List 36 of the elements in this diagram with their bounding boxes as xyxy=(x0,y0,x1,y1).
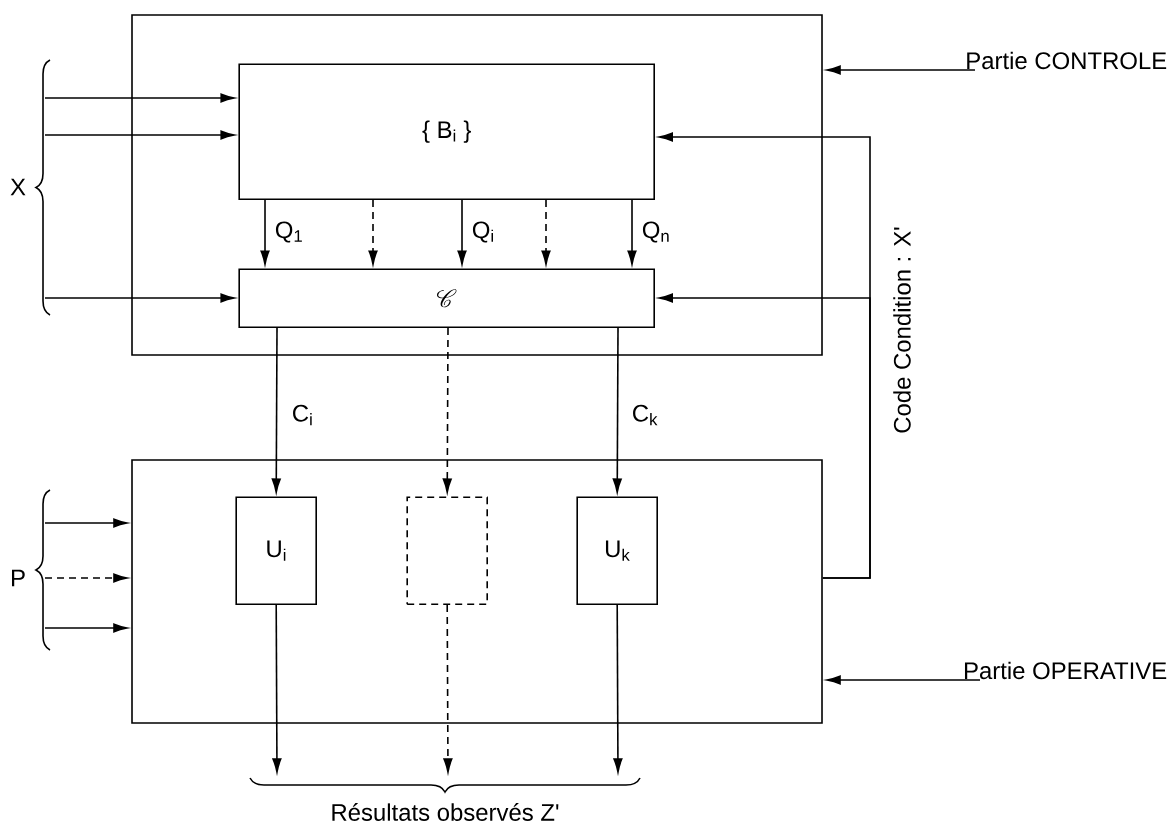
arrow xyxy=(271,327,281,493)
group-label: X xyxy=(10,178,26,196)
edge-label: Q$_{n}$ xyxy=(642,221,669,243)
part-label: Partie CONTROLE xyxy=(967,51,1167,70)
block-box: U$_{k}$ xyxy=(576,496,658,605)
arrow xyxy=(457,199,467,265)
part-label: Résultats observés Z' xyxy=(332,803,559,821)
edge-label: Code Condition : X' xyxy=(893,227,911,433)
arrow xyxy=(443,604,453,773)
arrow xyxy=(442,327,452,493)
group-label: P xyxy=(12,569,25,587)
arrow xyxy=(44,93,235,103)
arrow xyxy=(658,293,871,579)
edge-label: C$_{k}$ xyxy=(633,404,658,426)
arrow xyxy=(368,199,378,265)
leader-line xyxy=(826,65,976,75)
edge-label: Q$_{i}$ xyxy=(472,221,493,243)
block-box: $\mathscr{C}$ xyxy=(238,268,655,328)
edge-label: Q$_{1}$ xyxy=(275,221,302,243)
arrow xyxy=(44,130,235,140)
empty-box xyxy=(406,496,488,605)
arrow xyxy=(44,293,235,303)
arrow xyxy=(44,518,128,528)
arrow xyxy=(44,573,128,583)
block-box: { B$_{i}$ } xyxy=(238,63,655,200)
arrow xyxy=(44,623,128,633)
arrow xyxy=(612,327,622,493)
leader-line xyxy=(826,675,981,685)
part-label: Partie OPERATIVE xyxy=(965,661,1167,680)
edge-label: C$_{i}$ xyxy=(293,404,312,426)
arrow xyxy=(627,199,637,265)
arrow xyxy=(541,199,551,265)
arrow xyxy=(260,199,270,265)
arrow xyxy=(613,604,623,773)
block-box: U$_{i}$ xyxy=(235,496,317,605)
arrow xyxy=(272,604,282,773)
